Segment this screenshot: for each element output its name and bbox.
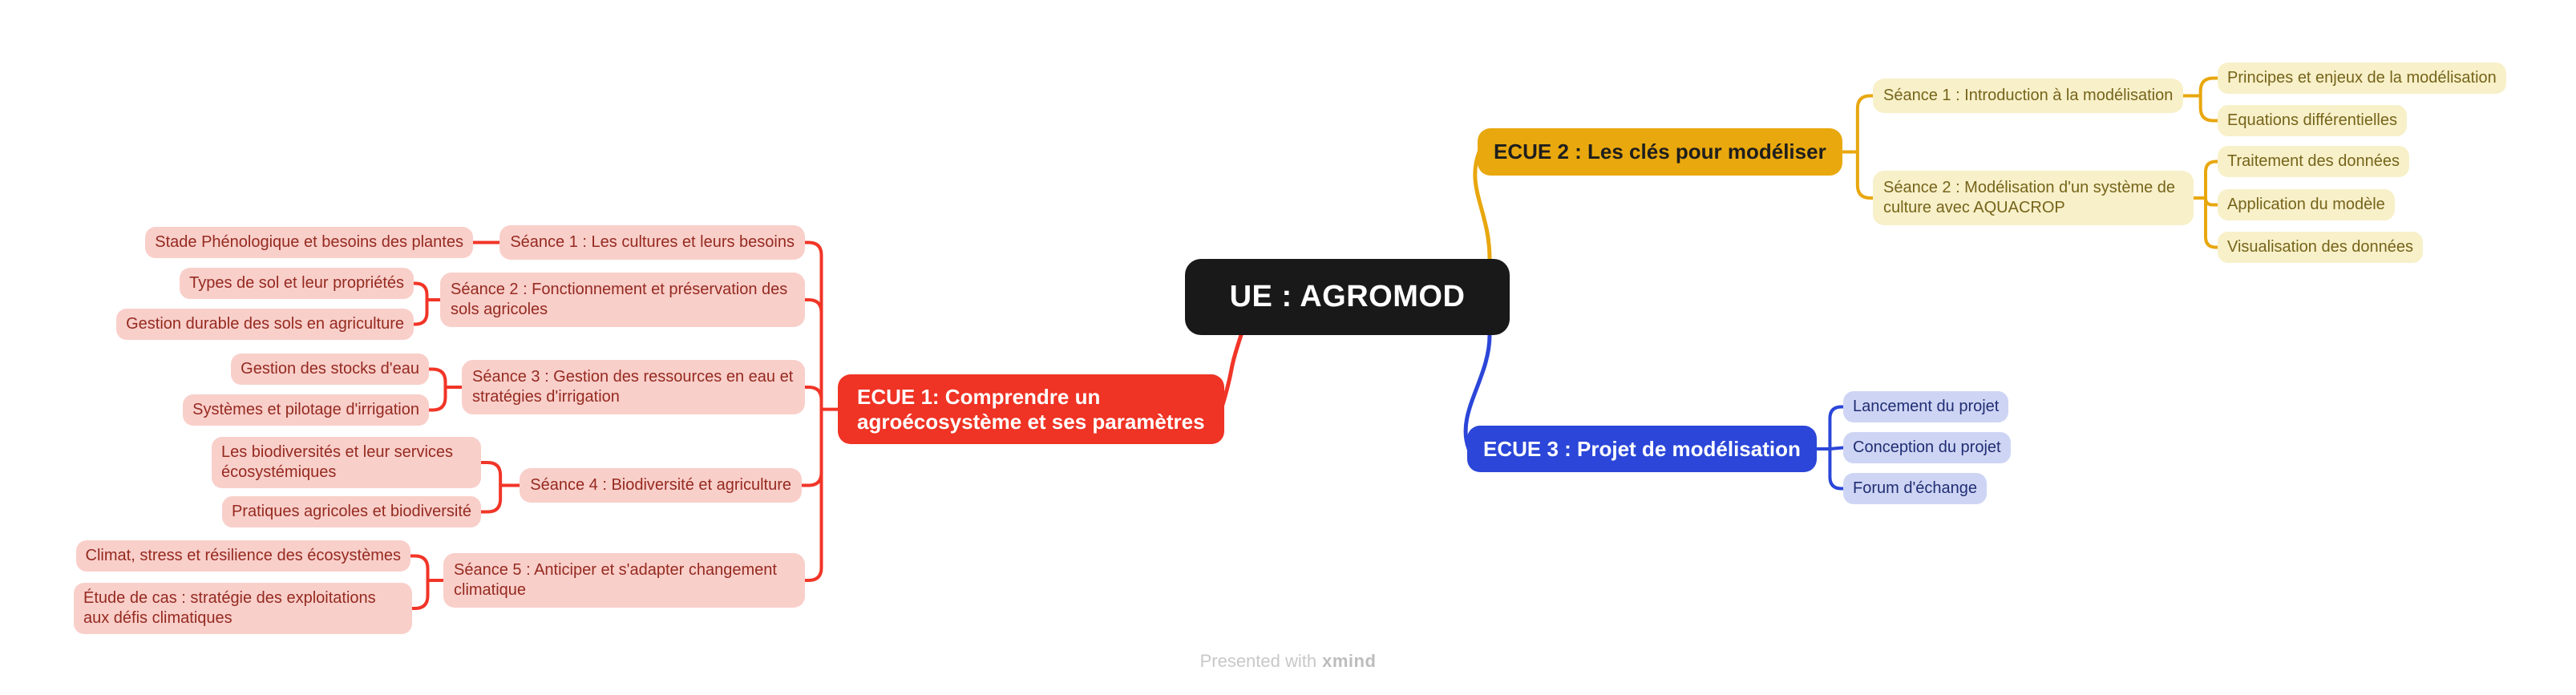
- xmind-brand: xmind: [1322, 651, 1377, 671]
- subtopic-pratiques-agricoles[interactable]: Pratiques agricoles et biodiversité: [221, 496, 481, 527]
- topic-ecue1-seance-3[interactable]: Séance 3 : Gestion des ressources en eau…: [462, 360, 805, 414]
- subtopic-equations-differentielles[interactable]: Equations différentielles: [2218, 105, 2407, 136]
- subtopic-systemes-pilotage-irrigation[interactable]: Systèmes et pilotage d'irrigation: [183, 394, 429, 426]
- subtopic-climat-stress-resilience[interactable]: Climat, stress et résilience des écosyst…: [75, 540, 410, 572]
- subtopic-traitement-donnees[interactable]: Traitement des données: [2218, 146, 2409, 177]
- main-topic-ecue-1[interactable]: ECUE 1: Comprendre un agroécosystème et …: [838, 374, 1224, 445]
- main-topic-ecue-2[interactable]: ECUE 2 : Les clés pour modéliser: [1478, 128, 1842, 176]
- topic-ecue1-seance-4[interactable]: Séance 4 : Biodiversité et agriculture: [520, 468, 802, 503]
- subtopic-lancement-projet[interactable]: Lancement du projet: [1843, 391, 2009, 422]
- watermark-prefix: Presented with: [1199, 651, 1317, 671]
- subtopic-application-modele[interactable]: Application du modèle: [2218, 189, 2395, 220]
- central-topic[interactable]: UE : AGROMOD: [1185, 259, 1510, 335]
- subtopic-biodiversites-services[interactable]: Les biodiversités et leur services écosy…: [212, 437, 481, 488]
- subtopic-forum-echange[interactable]: Forum d'échange: [1843, 473, 1988, 504]
- subtopic-stade-phenologique[interactable]: Stade Phénologique et besoins des plante…: [145, 227, 473, 258]
- subtopic-gestion-durable-sols[interactable]: Gestion durable des sols en agriculture: [116, 309, 414, 340]
- topic-ecue1-seance-1[interactable]: Séance 1 : Les cultures et leurs besoins: [499, 225, 805, 260]
- subtopic-visualisation-donnees[interactable]: Visualisation des données: [2218, 232, 2424, 263]
- subtopic-etude-de-cas[interactable]: Étude de cas : stratégie des exploitatio…: [74, 583, 412, 634]
- subtopic-gestion-stocks-eau[interactable]: Gestion des stocks d'eau: [231, 354, 429, 385]
- topic-ecue1-seance-5[interactable]: Séance 5 : Anticiper et s'adapter change…: [443, 553, 805, 608]
- topic-ecue2-seance-2[interactable]: Séance 2 : Modélisation d'un système de …: [1873, 171, 2194, 225]
- subtopic-principes-enjeux[interactable]: Principes et enjeux de la modélisation: [2218, 63, 2506, 94]
- subtopic-types-de-sol[interactable]: Types de sol et leur propriétés: [180, 268, 414, 299]
- main-topic-ecue-3[interactable]: ECUE 3 : Projet de modélisation: [1467, 426, 1817, 472]
- topic-ecue1-seance-2[interactable]: Séance 2 : Fonctionnement et préservatio…: [440, 273, 805, 327]
- subtopic-conception-projet[interactable]: Conception du projet: [1843, 432, 2011, 463]
- topic-ecue2-seance-1[interactable]: Séance 1 : Introduction à la modélisatio…: [1873, 79, 2184, 113]
